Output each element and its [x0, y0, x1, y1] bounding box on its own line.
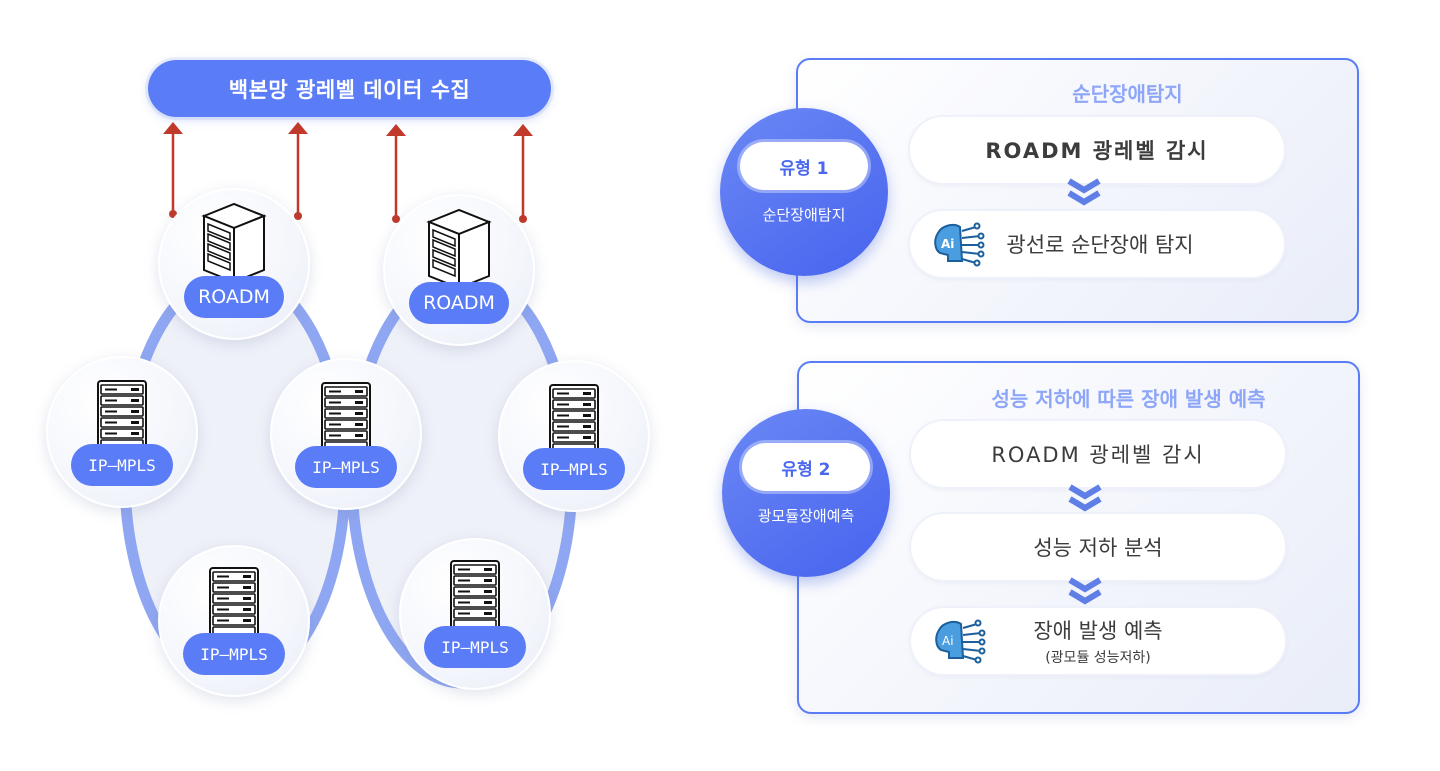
ipmpls-node[interactable]: IP—MPLS: [270, 358, 422, 510]
ipmpls-node[interactable]: IP—MPLS: [498, 360, 650, 512]
server-rack-icon: [450, 560, 500, 632]
arrow-up-icon: [513, 124, 533, 223]
type1-badge-desc: 순단장애탐지: [762, 206, 846, 224]
ipmpls-node[interactable]: IP—MPLS: [158, 545, 310, 697]
roadm-label: ROADM: [409, 282, 509, 324]
server-tower-icon: [201, 202, 267, 284]
ipmpls-label: IP—MPLS: [183, 633, 285, 675]
arrow-up-icon: [386, 124, 406, 223]
type1-step-detect: Ai 광선로 순단장애 탐지: [910, 211, 1284, 277]
ai-head-icon: Ai: [935, 619, 986, 664]
chevron-down-icon: [1068, 577, 1102, 605]
type2-step-analyze: 성능 저하 분석: [911, 514, 1285, 580]
type2-step-monitor: ROADM 광레벨 감시: [911, 421, 1285, 487]
chevron-down-icon: [1068, 484, 1102, 512]
type2-step-predict-sub: (광모듈 성능저하): [1045, 650, 1151, 666]
type1-badge: 유형 1 순단장애탐지: [720, 108, 888, 276]
svg-text:Ai: Ai: [941, 237, 954, 251]
chevron-down-icon: [1067, 178, 1101, 206]
server-rack-icon: [321, 382, 371, 454]
server-rack-icon: [549, 384, 599, 456]
ai-head-icon: Ai: [934, 222, 985, 267]
type2-panel: 성능 저하에 따른 장애 발생 예측 ROADM 광레벨 감시 성능 저하 분석…: [797, 361, 1360, 714]
data-collection-banner: 백본망 광레벨 데이터 수집: [148, 60, 551, 117]
type1-panel: 순단장애탐지 ROADM 광레벨 감시 Ai 광선로 순단장애 탐지: [796, 58, 1359, 323]
type2-badge-pill: 유형 2: [742, 443, 870, 491]
ipmpls-label: IP—MPLS: [424, 626, 526, 668]
arrow-up-icon: [163, 122, 183, 218]
type2-badge: 유형 2 광모듈장애예측: [722, 409, 890, 577]
server-tower-icon: [426, 208, 492, 290]
ipmpls-label: IP—MPLS: [523, 448, 625, 490]
type2-badge-desc: 광모듈장애예측: [757, 507, 855, 525]
ipmpls-label: IP—MPLS: [71, 444, 173, 486]
upload-arrows: [163, 122, 533, 223]
type1-step-monitor: ROADM 광레벨 감시: [910, 117, 1284, 183]
arrow-up-icon: [288, 122, 308, 220]
type2-title: 성능 저하에 따른 장애 발생 예측: [991, 387, 1266, 411]
svg-text:Ai: Ai: [942, 634, 954, 648]
type2-step-predict: Ai 장애 발생 예측 (광모듈 성능저하): [911, 608, 1285, 674]
server-rack-icon: [97, 380, 147, 452]
ipmpls-node[interactable]: IP—MPLS: [399, 538, 551, 690]
ipmpls-node[interactable]: IP—MPLS: [46, 356, 198, 508]
server-rack-icon: [209, 567, 259, 639]
ipmpls-label: IP—MPLS: [295, 446, 397, 488]
roadm-label: ROADM: [184, 276, 284, 318]
type1-title: 순단장애탐지: [1072, 82, 1183, 106]
roadm-node[interactable]: ROADM: [158, 188, 310, 340]
type1-badge-pill: 유형 1: [740, 142, 868, 190]
type2-step-predict-label: 장애 발생 예측: [1033, 619, 1163, 643]
roadm-node[interactable]: ROADM: [383, 194, 535, 346]
type1-step-detect-label: 광선로 순단장애 탐지: [1006, 233, 1194, 257]
